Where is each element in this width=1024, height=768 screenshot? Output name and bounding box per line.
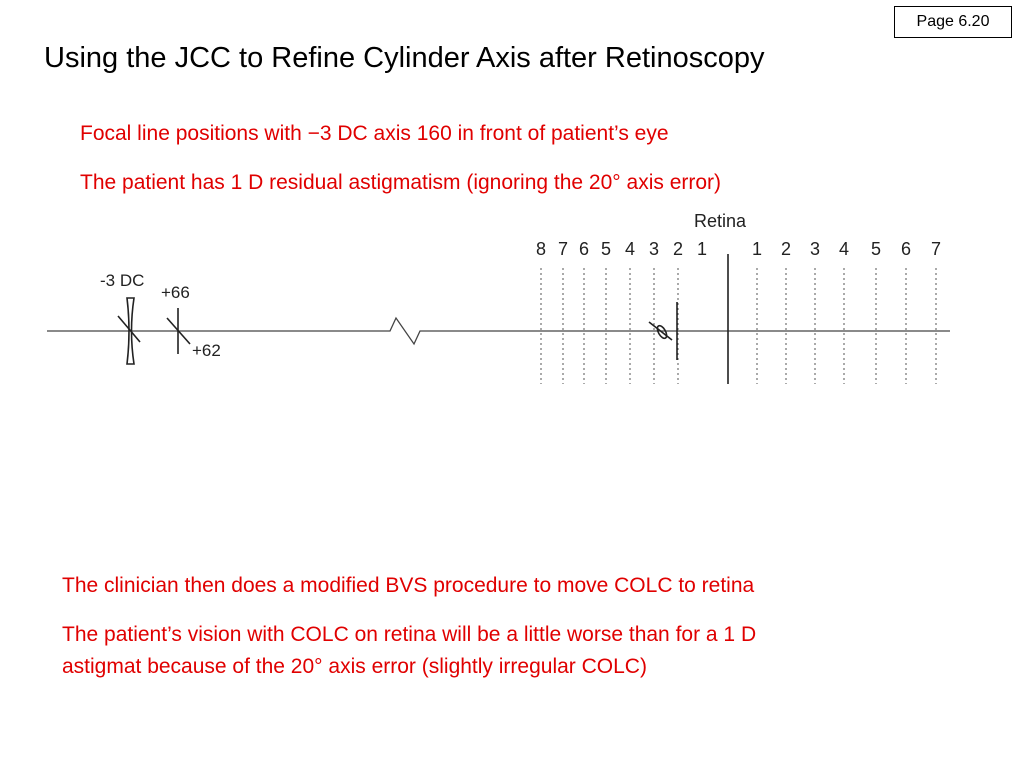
vision-quality-note-line-2: astigmat because of the 20° axis error (… <box>62 655 647 678</box>
scale-label-left: 5 <box>601 239 611 259</box>
page-title: Using the JCC to Refine Cylinder Axis af… <box>44 42 765 74</box>
page-number-badge: Page 6.20 <box>894 6 1012 38</box>
optical-axis-line <box>47 316 950 346</box>
vision-quality-note: The patient’s vision with COLC on retina… <box>62 619 756 683</box>
scale-label-right: 1 <box>752 239 762 259</box>
minus-cylinder-lens <box>117 297 141 365</box>
scale-label-left: 4 <box>625 239 635 259</box>
plus-lens-marker <box>166 308 191 354</box>
scale-label-left: 2 <box>673 239 683 259</box>
plus-lens-top-label: +66 <box>161 283 190 302</box>
retina-label: Retina <box>694 211 747 231</box>
scale-label-right: 4 <box>839 239 849 259</box>
scale-label-left: 8 <box>536 239 546 259</box>
residual-astigmatism-note: The patient has 1 D residual astigmatism… <box>80 171 722 194</box>
bvs-procedure-note: The clinician then does a modified BVS p… <box>62 574 755 597</box>
plus-lens-bottom-label: +62 <box>192 341 221 360</box>
scale-label-right: 5 <box>871 239 881 259</box>
vision-quality-note-line-1: The patient’s vision with COLC on retina… <box>62 623 757 646</box>
scale-label-right: 6 <box>901 239 911 259</box>
scale-label-left: 3 <box>649 239 659 259</box>
scale-label-left: 7 <box>558 239 568 259</box>
scale-label-left: 6 <box>579 239 589 259</box>
scale-label-right: 3 <box>810 239 820 259</box>
scale-label-left: 1 <box>697 239 707 259</box>
focal-line-description: Focal line positions with −3 DC axis 160… <box>80 122 669 145</box>
scale-label-right: 2 <box>781 239 791 259</box>
scale-label-right: 7 <box>931 239 941 259</box>
focal-line-pair <box>648 302 678 360</box>
minus-lens-label: -3 DC <box>100 271 144 290</box>
